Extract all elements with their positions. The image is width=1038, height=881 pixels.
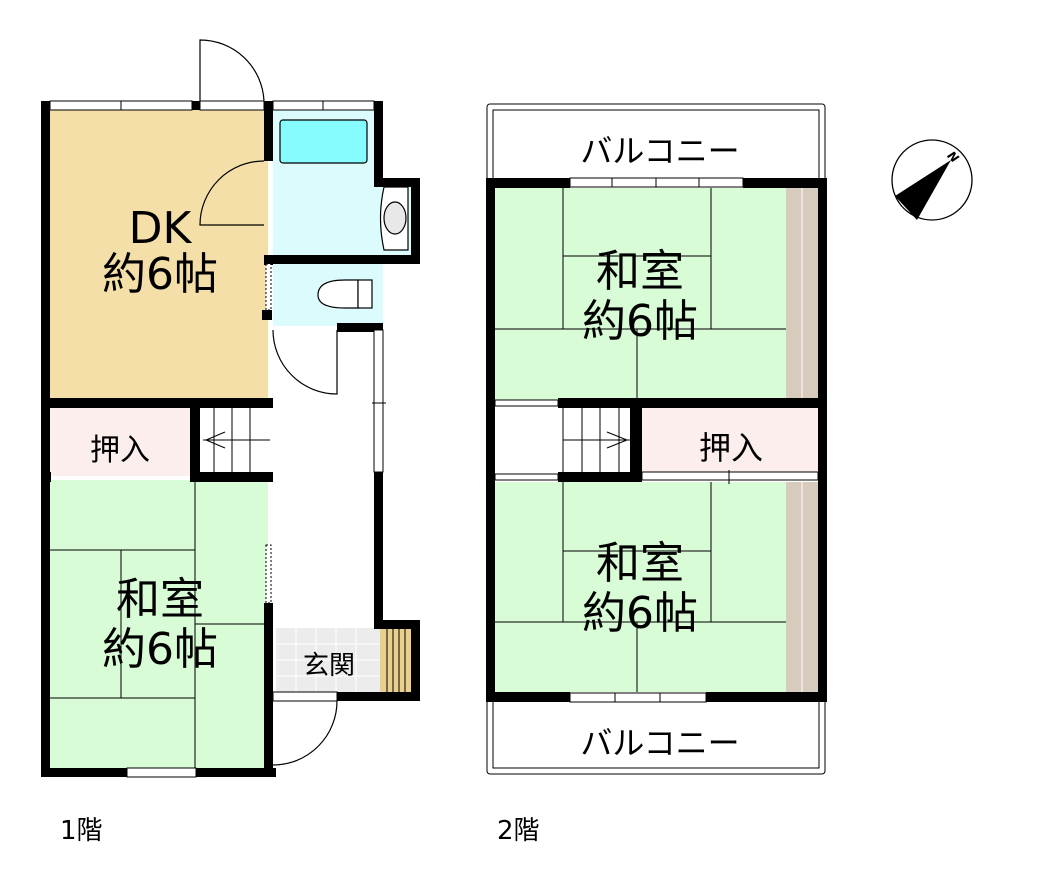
doors-1f	[199, 39, 338, 766]
compass	[891, 139, 973, 221]
tatami-lines-1f	[50, 480, 268, 768]
windows-2f	[494, 177, 819, 703]
dk-room	[50, 110, 268, 402]
closet-room-1f	[50, 408, 192, 476]
walls-2f	[486, 178, 827, 702]
closet-room-2f	[642, 408, 818, 472]
north-arrow-icon	[895, 160, 951, 220]
floor-1-plan	[41, 39, 420, 778]
stairs-2f	[562, 408, 630, 472]
toilet-bowl	[317, 279, 359, 309]
genkan-tiles	[276, 628, 380, 692]
bathtub	[279, 119, 368, 164]
windows-1f	[49, 100, 386, 778]
washitsu-bottom-2f	[494, 482, 786, 692]
walls-1f	[41, 101, 420, 777]
tatami-lines-2f	[494, 188, 786, 692]
shoe-cabinet	[380, 628, 412, 692]
stairs-1f	[203, 408, 270, 472]
washitsu-top-2f	[494, 188, 786, 400]
floor-2-plan	[486, 103, 827, 775]
